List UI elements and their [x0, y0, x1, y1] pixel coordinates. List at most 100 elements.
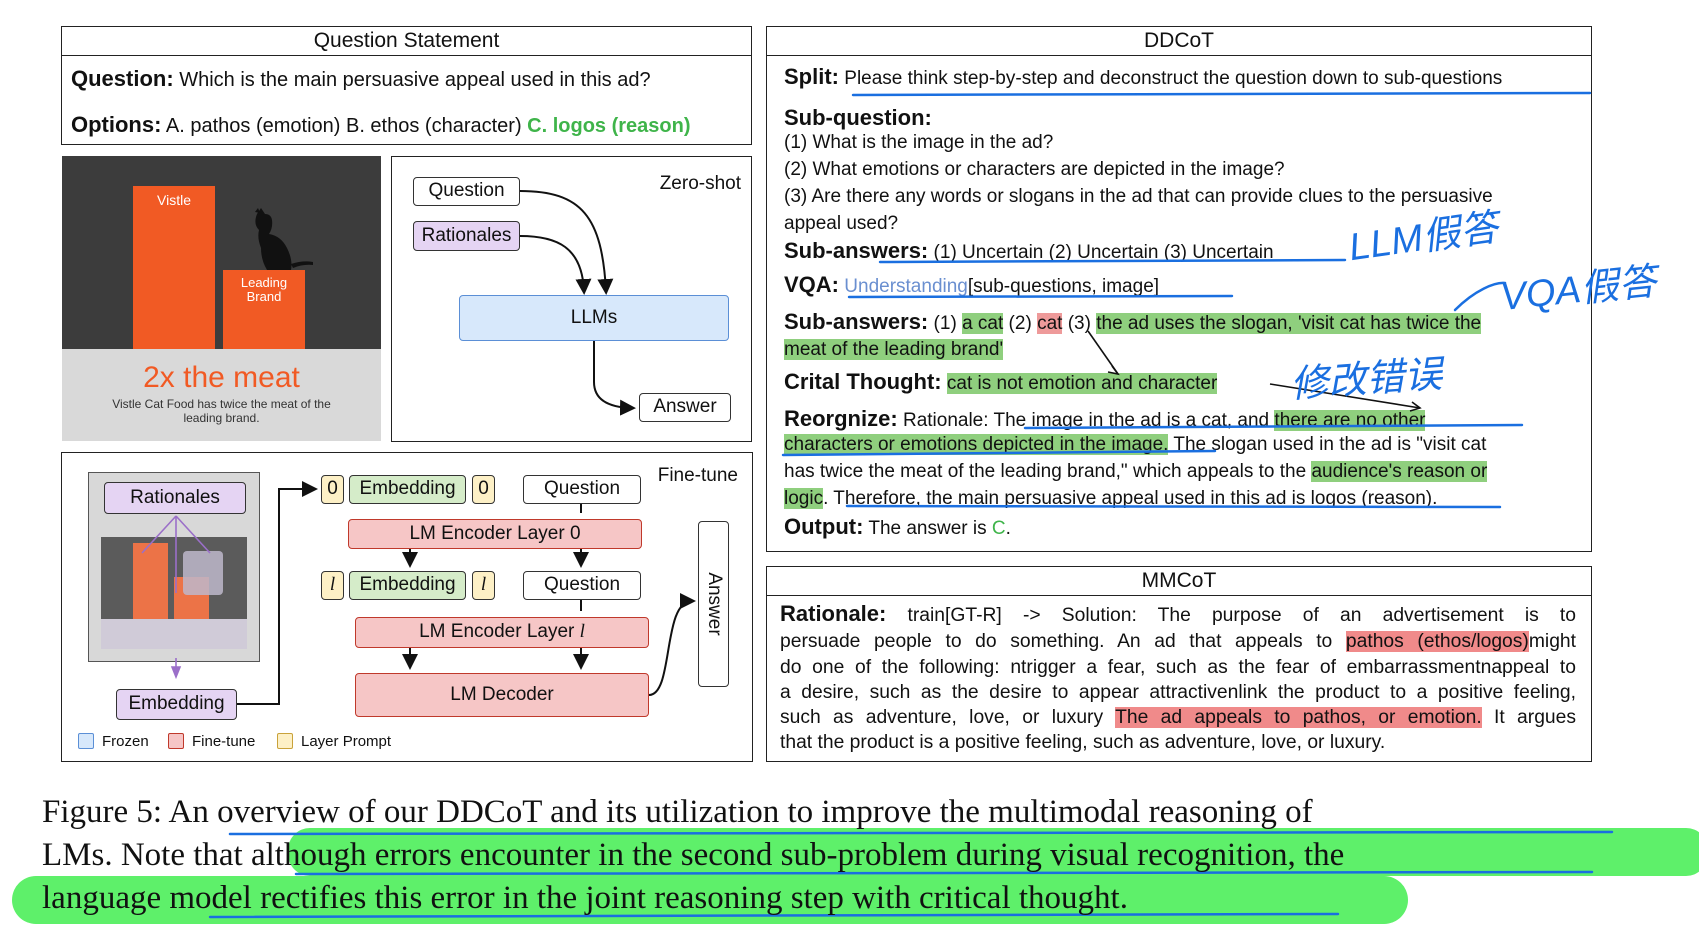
legend-layer-prompt-label: Layer Prompt	[301, 733, 392, 750]
subanswers-uncertain: Sub-answers: (1) Uncertain (2) Uncertain…	[784, 239, 1274, 265]
subanswers-text: (1) Uncertain (2) Uncertain (3) Uncertai…	[933, 242, 1274, 263]
ft-layer-prompt-l-left: l	[321, 571, 344, 600]
mmcot-panel: MMCoT	[766, 566, 1592, 762]
mmcot-l2a: persuade people to do something. An ad t…	[780, 631, 1333, 652]
legend-layer-prompt-swatch	[277, 733, 293, 749]
mmcot-line-3: do one of the following: ntrigger a fear…	[780, 657, 1576, 678]
mmcot-l2c: might	[1528, 631, 1576, 652]
zero-shot-label: Zero-shot	[659, 173, 741, 194]
mmcot-l1: train[GT-R] -> Solution: The purpose of …	[907, 605, 1576, 626]
ft-rationales-box: Rationales	[104, 482, 246, 514]
reorg-3a: has twice the meat of the leading brand,…	[784, 461, 1307, 482]
output-answer: C	[991, 518, 1006, 539]
reorg-label: Reorgnize:	[784, 406, 898, 431]
ad-bar-leading-label: Leading Brand	[223, 276, 305, 304]
caption-l2b: although errors encounter in the second …	[250, 837, 1345, 873]
ft-question-0-box: Question	[523, 475, 641, 504]
zs-arrows	[519, 190, 636, 416]
ft-encoder-l-box: LM Encoder Layer l	[355, 617, 649, 648]
ft-encoder-l-label: LM Encoder Layer	[419, 621, 575, 642]
mmcot-l5c: It argues	[1494, 707, 1577, 728]
ft-layer-prompt-0-right: 0	[472, 475, 495, 504]
question-label: Question:	[71, 66, 174, 91]
subq-3-cont: appeal used?	[784, 213, 899, 234]
reorg-line-4: logic. Therefore, the main persuasive ap…	[784, 487, 1437, 511]
ft-embedding-box: Embedding	[116, 689, 237, 720]
subanswers-vqa-cont: meat of the leading brand'	[784, 338, 1004, 362]
fine-tune-label: Fine-tune	[657, 465, 738, 486]
sa-num-1: (1)	[933, 313, 957, 334]
question-panel: Question Statement Question: Which is th…	[61, 26, 752, 145]
vqa-label: VQA:	[784, 272, 839, 297]
ad-subtext-l1: Vistle Cat Food has twice the meat of th…	[112, 397, 331, 411]
options-text: A. pathos (emotion) B. ethos (character)	[165, 115, 522, 137]
sa-num-3: (3)	[1067, 313, 1091, 334]
caption-highlight	[288, 828, 1699, 876]
ad-image: Vistle Leading Brand 2x the meat Vistle …	[62, 156, 381, 441]
zs-answer-box: Answer	[639, 393, 731, 422]
ft-mini-bar	[133, 543, 168, 619]
subq-3: (3) Are there any words or slogans in th…	[784, 186, 1493, 207]
legend-finetune-label: Fine-tune	[192, 733, 256, 750]
fine-tune-panel: Fine-tune Rationales Embedding 0 Embeddi…	[61, 452, 753, 762]
ad-subtext: Vistle Cat Food has twice the meat of th…	[62, 397, 381, 425]
reorg-3b: audience's reason or	[1311, 461, 1488, 482]
split-label: Split:	[784, 64, 839, 89]
ft-decoder-box: LM Decoder	[355, 673, 649, 717]
question-text: Which is the main persuasive appeal used…	[179, 69, 651, 91]
mmcot-line-4: a desire, such as the desire to appear a…	[780, 682, 1576, 703]
vqa-line: VQA: Understanding[sub-questions, image]	[784, 273, 1159, 299]
legend-finetune-swatch	[168, 733, 184, 749]
sa-answer-2-error: cat	[1037, 313, 1063, 334]
output-text: The answer is	[868, 518, 987, 539]
ft-rationale-arrows	[141, 515, 211, 680]
sa-answer-3: the ad uses the slogan, 'visit cat has t…	[1096, 313, 1482, 334]
critical-label: Crital Thought:	[784, 369, 942, 394]
reorg-4a: logic	[784, 488, 824, 509]
ft-mini-footer	[101, 619, 247, 649]
mmcot-line-2: persuade people to do something. An ad t…	[780, 630, 1576, 654]
caption-line-1: Figure 5: An overview of our DDCoT and i…	[42, 792, 1313, 832]
mmcot-l2b: pathos (ethos/logos)	[1345, 631, 1529, 652]
ft-embedding-0-box: Embedding	[349, 475, 466, 504]
caption-l1b: An overview of our DDCoT and its utiliza…	[168, 794, 1313, 830]
mmcot-line-6: that the product is a positive feeling, …	[780, 732, 1386, 753]
ad-bar-leading-l1: Leading	[240, 275, 288, 290]
vqa-understanding: Understanding	[844, 276, 968, 297]
annotation-fix-error: 修改错误	[1289, 353, 1444, 407]
ft-layer-prompt-0-left: 0	[321, 475, 344, 504]
zs-rationales-box: Rationales	[413, 221, 520, 251]
output-label: Output:	[784, 514, 864, 539]
reorg-2b: The slogan used in the ad is "visit cat	[1173, 434, 1487, 455]
reorg-4b: . Therefore, the main persuasive appeal …	[823, 488, 1438, 509]
sa-answer-3-cont: meat of the leading brand'	[784, 339, 1004, 360]
ft-arrows	[237, 481, 696, 705]
mmcot-l5b: The ad appeals to pathos, or emotion.	[1115, 707, 1482, 728]
subanswers-vqa: Sub-answers: (1) a cat (2) cat (3) the a…	[784, 309, 1482, 336]
question-panel-title: Question Statement	[62, 27, 751, 56]
ad-bar-leading	[223, 270, 305, 349]
ad-bar-vistle	[133, 186, 215, 349]
zs-llms-box: LLMs	[459, 295, 729, 341]
mmcot-l5a: such as adventure, love, or luxury	[780, 707, 1104, 728]
zero-shot-panel: Zero-shot Question Rationales LLMs Answe…	[391, 156, 752, 442]
reorg-1a: Rationale: The image in the ad is a cat,…	[902, 410, 1270, 431]
mmcot-label: Rationale:	[780, 601, 887, 626]
subanswers2-label: Sub-answers:	[784, 309, 929, 334]
critical-text: cat is not emotion and character	[946, 373, 1218, 394]
options-line: Options: A. pathos (emotion) B. ethos (c…	[71, 113, 691, 138]
caption-line-2: LMs. Note that although errors encounter…	[42, 835, 1344, 875]
mmcot-title: MMCoT	[767, 567, 1591, 596]
sa-num-2: (2)	[1008, 313, 1032, 334]
output-dot: .	[1005, 518, 1011, 539]
ft-encoder-l-index: l	[579, 621, 585, 642]
mmcot-line-5: such as adventure, love, or luxury The a…	[780, 706, 1576, 730]
reorg-line-1: Reorgnize: Rationale: The image in the a…	[784, 406, 1426, 433]
ad-bar-leading-l2: Brand	[246, 289, 282, 304]
reorg-line-3: has twice the meat of the leading brand,…	[784, 460, 1488, 484]
split-text: Please think step-by-step and deconstruc…	[844, 68, 1503, 89]
ad-headline: 2x the meat	[143, 361, 300, 394]
ft-question-l-box: Question	[523, 571, 641, 600]
legend-finetune: Fine-tune	[168, 733, 255, 751]
reorg-line-2: characters or emotions depicted in the i…	[784, 433, 1486, 457]
